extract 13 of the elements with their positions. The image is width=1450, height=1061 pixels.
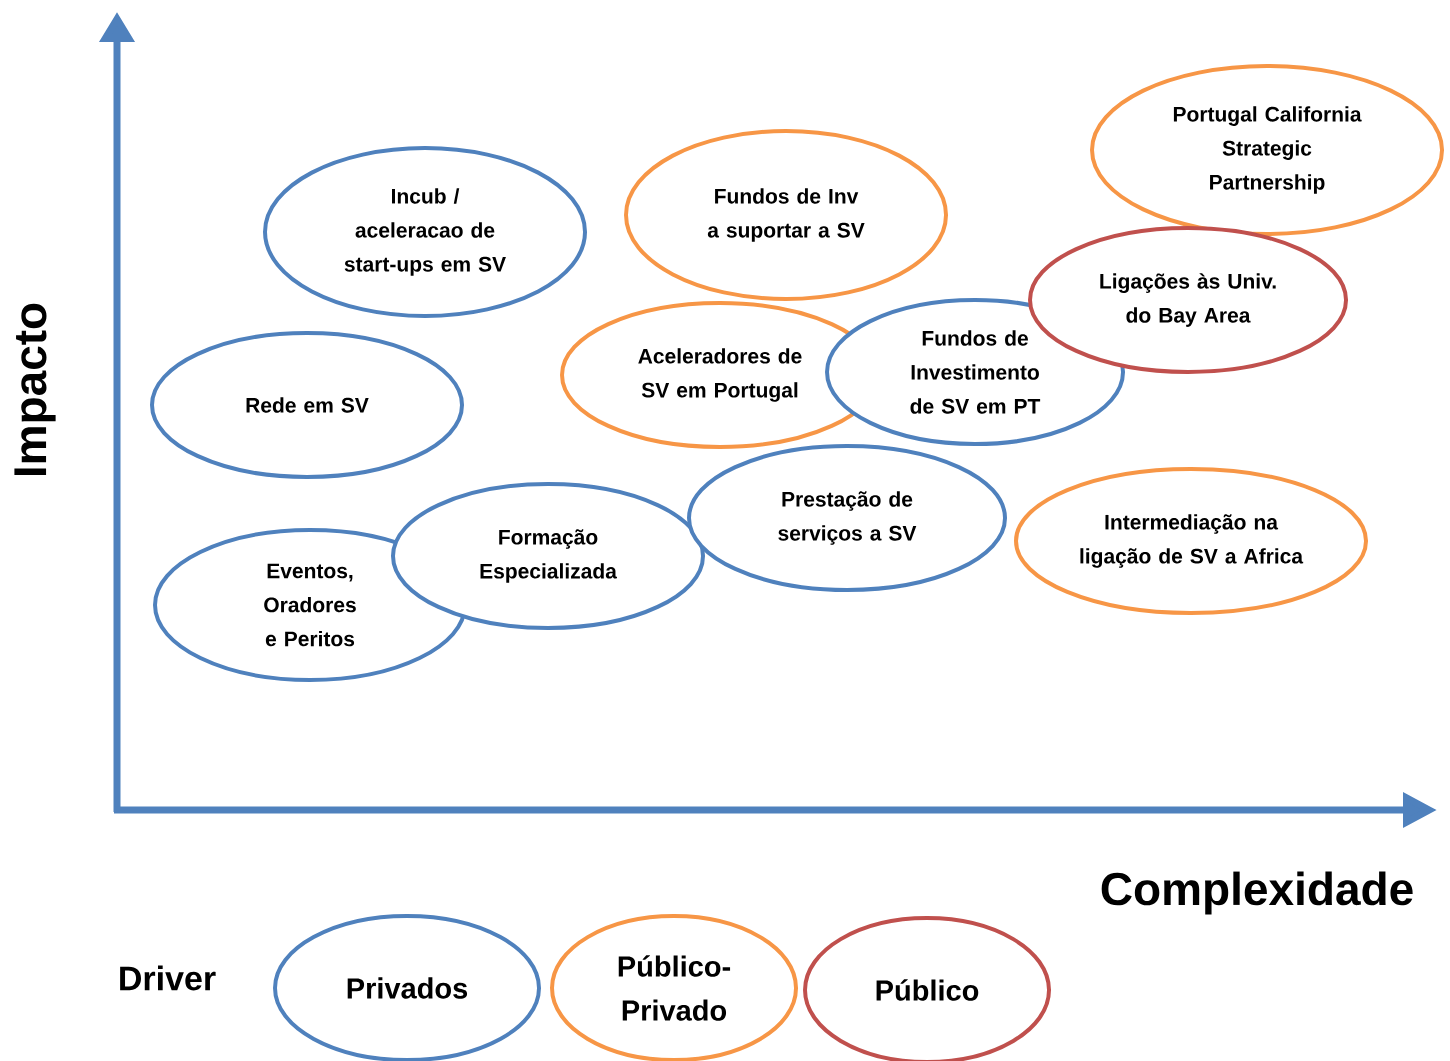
legend-label: Público: [876, 979, 979, 1001]
bubble: Portugal California Strategic Partnership: [1090, 64, 1444, 236]
legend-label: Público-Privado: [618, 955, 731, 1021]
bubble: Rede em SV: [150, 331, 464, 479]
legend-title: Driver: [120, 965, 216, 991]
axis-title: Impacto: [14, 303, 56, 476]
bubble: Intermediação na ligação de SV a Africa: [1014, 467, 1368, 615]
axis-title: Complexidade: [1101, 871, 1413, 915]
legend-label: Privados: [347, 977, 468, 999]
bubble: Fundos de Inv a suportar a SV: [624, 129, 948, 301]
bubble: Prestação de serviços a SV: [687, 444, 1007, 592]
bubble: Formação Especializada: [391, 482, 705, 630]
bubble: Incub / aceleracao de start-ups em SV: [263, 146, 587, 318]
